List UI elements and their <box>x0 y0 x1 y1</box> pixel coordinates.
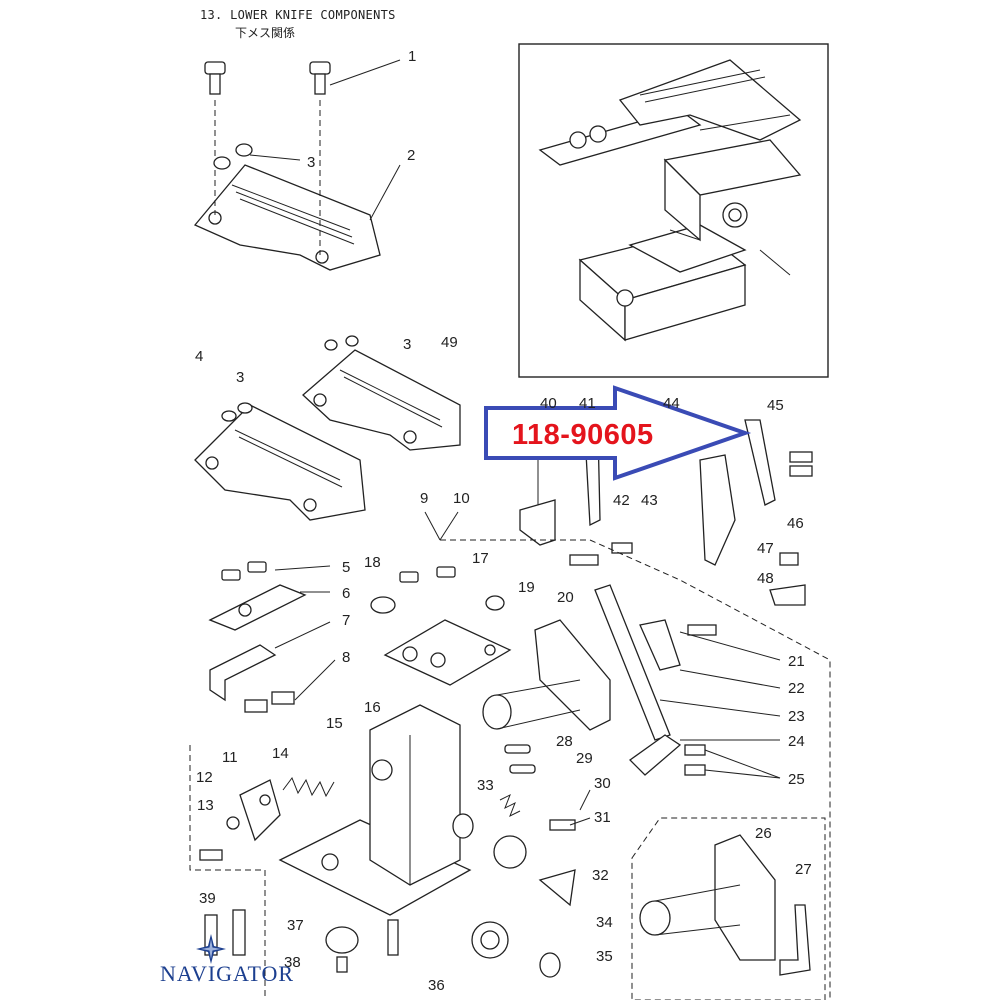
part-label: 5 <box>342 559 350 576</box>
group-boundary-main <box>440 539 831 1000</box>
part-label: 23 <box>788 708 805 725</box>
part-label: 48 <box>757 570 774 587</box>
part-label: 32 <box>592 867 609 884</box>
part-label: 18 <box>364 554 381 571</box>
part-label: 20 <box>557 589 574 606</box>
part-label: 1 <box>408 48 416 65</box>
part-label: 7 <box>342 612 350 629</box>
part-label: 22 <box>788 680 805 697</box>
lever-group-11-14 <box>199 776 335 861</box>
part-label: 35 <box>596 948 613 965</box>
group-boundary-inset <box>631 817 826 1000</box>
part-label: 41 <box>579 395 596 412</box>
main-block-15 <box>278 704 472 916</box>
part-label: 2 <box>407 147 415 164</box>
bottom-parts <box>204 909 561 978</box>
part-number-labels: 1 2 3 3 3 4 5 6 7 8 9 10 11 12 13 14 15 … <box>195 48 812 994</box>
part-label: 30 <box>594 775 611 792</box>
needle-plate-2 <box>193 61 381 271</box>
part-label: 19 <box>518 579 535 596</box>
part-label: 45 <box>767 397 784 414</box>
part-label: 34 <box>596 914 613 931</box>
part-label: 6 <box>342 585 350 602</box>
part-label: 36 <box>428 977 445 994</box>
assembly-inset-frame <box>518 43 829 378</box>
part-label: 13 <box>197 797 214 814</box>
part-label: 26 <box>755 825 772 842</box>
part-label: 28 <box>556 733 573 750</box>
part-label: 37 <box>287 917 304 934</box>
part-label: 16 <box>364 699 381 716</box>
bracket-parts-5-8 <box>208 561 307 713</box>
inset-shaft-26 <box>639 834 811 976</box>
knife-bracket-group <box>519 419 813 606</box>
compass-star-icon <box>196 934 226 964</box>
part-label: 12 <box>196 769 213 786</box>
part-label: 21 <box>788 653 805 670</box>
part-label: 9 <box>420 490 428 507</box>
part-label: 15 <box>326 715 343 732</box>
part-label: 29 <box>576 750 593 767</box>
part-label: 8 <box>342 649 350 666</box>
pins-and-springs <box>452 744 576 907</box>
needle-plate-4 <box>194 402 366 521</box>
part-label: 17 <box>472 550 489 567</box>
leader-lines <box>249 59 781 826</box>
needle-plate-49 <box>302 335 461 451</box>
assembled-unit-illustration <box>538 59 802 342</box>
part-label: 14 <box>272 745 289 762</box>
part-label: 25 <box>788 771 805 788</box>
knife-blade-parts <box>594 584 717 776</box>
part-label: 44 <box>663 395 680 412</box>
diagram-title: 13. LOWER KNIFE COMPONENTS <box>200 8 396 22</box>
part-label: 3 <box>403 336 411 353</box>
callout-arrow <box>484 385 752 481</box>
part-label: 31 <box>594 809 611 826</box>
part-label: 4 <box>195 348 203 365</box>
part-label: 46 <box>787 515 804 532</box>
part-label: 33 <box>477 777 494 794</box>
part-label: 3 <box>307 154 315 171</box>
part-label: 42 <box>613 492 630 509</box>
part-label: 11 <box>222 749 238 766</box>
plate-16-assembly <box>370 566 512 686</box>
brand-logo: NAVIGATOR <box>160 961 295 986</box>
part-label: 3 <box>236 369 244 386</box>
part-label: 40 <box>540 395 557 412</box>
part-label: 24 <box>788 733 805 750</box>
part-label: 43 <box>641 492 658 509</box>
part-label: 38 <box>284 954 301 971</box>
group-boundary-left <box>189 745 266 1000</box>
part-label: 47 <box>757 540 774 557</box>
part-label: 49 <box>441 334 458 351</box>
part-number-callout: 118-90605 <box>512 419 654 451</box>
part-label: 39 <box>199 890 216 907</box>
part-label: 27 <box>795 861 812 878</box>
diagram-subtitle: 下メス関係 <box>235 26 296 40</box>
part-label: 10 <box>453 490 470 507</box>
shaft-holder-20 <box>482 619 611 731</box>
